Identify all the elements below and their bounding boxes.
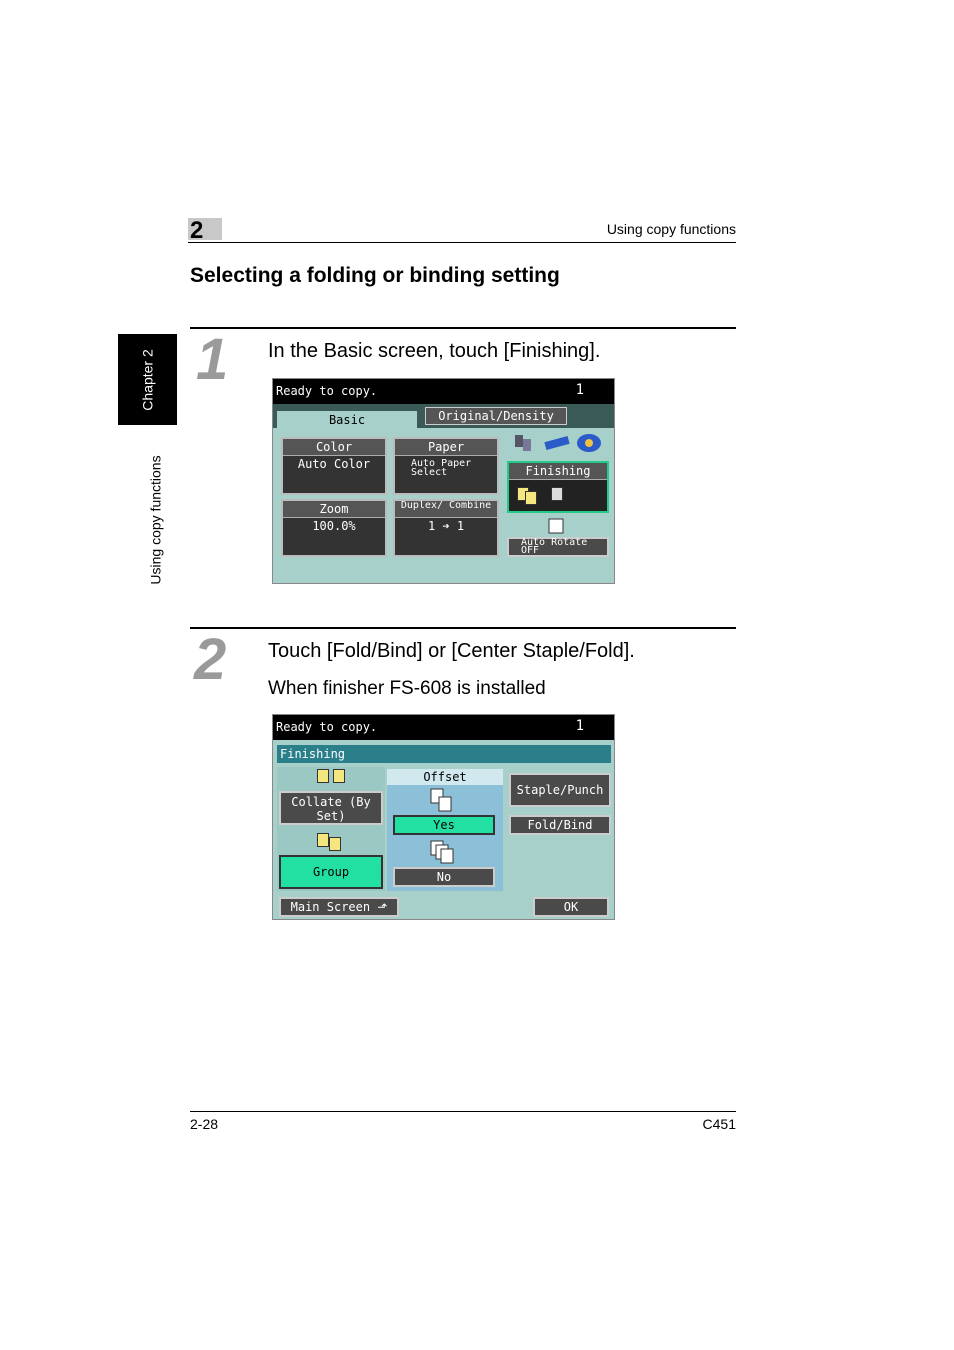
auto-rotate-icon (548, 518, 564, 534)
staple-icon (544, 436, 570, 450)
auto-rotate-button[interactable]: Auto Rotate OFF (507, 537, 609, 557)
collate-icon-b (333, 769, 345, 783)
finishing-button[interactable]: Finishing (507, 461, 609, 513)
paper-title: Paper (395, 439, 497, 456)
finishing-screen: Ready to copy. 1 Finishing Collate (By S… (272, 714, 615, 920)
main-screen-label: Main Screen (290, 900, 371, 914)
main-screen-button[interactable]: Main Screen ⬏ (279, 897, 399, 917)
collate-icon-a (317, 769, 329, 783)
chapter-number-box (188, 218, 222, 240)
duplex-title: Duplex/ Combine (395, 501, 497, 518)
offset-icon (551, 487, 563, 501)
header-rule (188, 242, 736, 243)
color-value: Auto Color (297, 457, 371, 471)
punch-icon (577, 434, 601, 452)
zoom-value: 100.0% (312, 519, 356, 533)
tab-basic[interactable]: Basic (277, 411, 417, 429)
finishing-title-bar: Finishing (277, 745, 611, 763)
step-1-rule (190, 327, 736, 329)
chapter-number: 2 (190, 217, 204, 244)
model-name: C451 (702, 1116, 736, 1132)
copy-count: 1 (575, 382, 584, 398)
group-icon-a (317, 833, 329, 847)
step-2-rule (190, 627, 736, 629)
return-arrow-icon: ⬏ (377, 900, 388, 914)
step-1-text: In the Basic screen, touch [Finishing]. (268, 340, 601, 362)
offset-label: Offset (387, 769, 503, 785)
paper-value: Auto Paper Select (411, 458, 472, 478)
section-title: Selecting a folding or binding setting (190, 264, 560, 287)
group-button[interactable]: Group (279, 855, 383, 889)
side-section-label: Using copy functions (148, 455, 164, 585)
step-2-note: When finisher FS-608 is installed (268, 678, 546, 699)
side-chapter-label: Chapter 2 (139, 348, 156, 411)
zoom-title: Zoom (283, 501, 385, 518)
offset-yes-button[interactable]: Yes (393, 815, 495, 835)
step-2-text: Touch [Fold/Bind] or [Center Staple/Fold… (268, 640, 635, 662)
ok-button[interactable]: OK (533, 897, 609, 917)
step-1-number: 1 (196, 327, 229, 392)
copy-count-2: 1 (575, 718, 584, 734)
running-title: Using copy functions (606, 221, 736, 237)
collate-icon-2 (525, 491, 537, 505)
fold-bind-button[interactable]: Fold/Bind (509, 815, 611, 835)
chapter-side-tab (118, 334, 177, 425)
status-text: Ready to copy. (276, 384, 378, 398)
tab-original-density[interactable]: Original/Density (425, 407, 567, 425)
status-bar-2: Ready to copy. 1 (273, 715, 614, 740)
offset-yes-icon (430, 788, 452, 812)
page-number: 2-28 (190, 1116, 219, 1132)
status-bar: Ready to copy. 1 (273, 379, 614, 404)
offset-no-button[interactable]: No (393, 867, 495, 887)
color-button[interactable]: Color Auto Color (281, 437, 387, 495)
finishing-icons (515, 434, 601, 452)
duplex-value: 1 ➔ 1 (427, 519, 465, 533)
offset-no-icon (430, 840, 454, 864)
sort-icon (515, 435, 531, 451)
collate-button[interactable]: Collate (By Set) (279, 791, 383, 825)
color-title: Color (283, 439, 385, 456)
status-text-2: Ready to copy. (276, 720, 378, 734)
step-2-number: 2 (194, 627, 227, 692)
paper-button[interactable]: Paper Auto Paper Select (393, 437, 499, 495)
zoom-button[interactable]: Zoom 100.0% (281, 499, 387, 557)
footer-rule (190, 1111, 736, 1112)
group-icon-b (329, 837, 341, 851)
duplex-combine-button[interactable]: Duplex/ Combine 1 ➔ 1 (393, 499, 499, 557)
basic-screen: Ready to copy. 1 Basic Original/Density … (272, 378, 615, 584)
finishing-title: Finishing (509, 463, 607, 480)
staple-punch-button[interactable]: Staple/Punch (509, 773, 611, 807)
